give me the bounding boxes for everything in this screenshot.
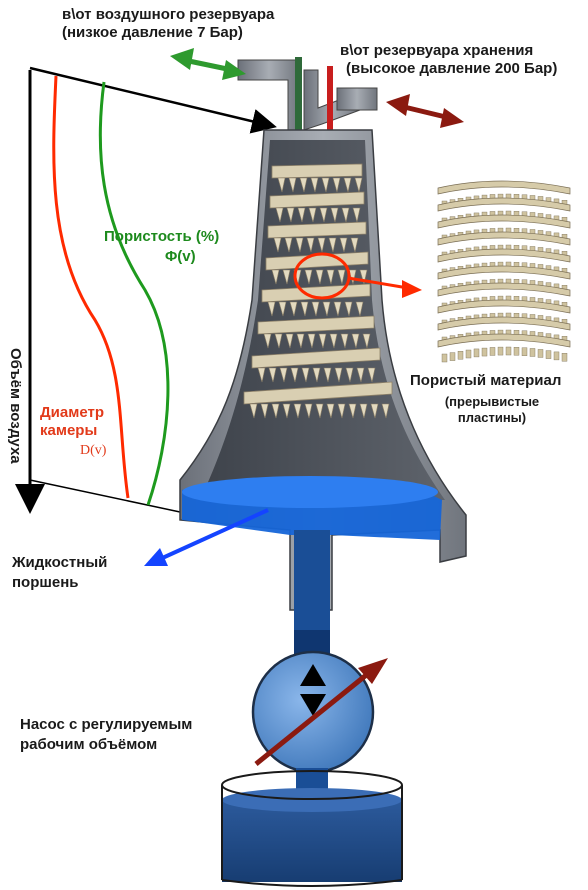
pump-label-line2: рабочим объёмом [20,736,157,754]
porosity-symbol: Φ(v) [165,248,196,266]
water-tank [222,771,402,886]
magnifier-arrowhead [402,280,422,298]
diameter-label-line1: Диаметр [40,404,104,422]
stack-fin [498,347,503,355]
stack-plate [438,181,570,194]
stack-fin [458,351,463,359]
stack-fin [546,351,551,359]
stack-fin [450,353,455,361]
porous-material-sub2: пластины) [442,410,542,426]
pump-label-line1: Насос с регулируемым [20,716,192,734]
low-pressure-label-line1: в\от воздушного резервуара [62,6,274,24]
stack-fin [474,349,479,357]
stack-fin [506,347,511,355]
bottom-guide-line [30,480,180,512]
porosity-title: Пористость (%) [104,228,219,246]
diameter-label-line2: камеры [40,422,97,440]
stack-fin [522,348,527,356]
porous-material-sub1: (прерывистые [442,394,542,410]
stack-fin [562,353,567,361]
porous-material-stack [438,181,570,362]
stack-fin [482,348,487,356]
stack-fin [490,347,495,355]
stack-fin [554,352,559,360]
high-pressure-label-line2: (высокое давление 200 Бар) [346,60,557,78]
water-surface [182,476,438,508]
diameter-symbol: D(v) [80,442,106,460]
porous-material-label: Пористый материал [410,372,561,390]
red-double-arrow [386,94,464,128]
top-guide-line [30,68,272,126]
liquid-piston-label-line2: поршень [12,574,79,592]
air-volume-axis-label: Объём воздуха [7,348,24,464]
stack-fin [530,348,535,356]
high-pressure-label-line1: в\от резервуара хранения [340,42,533,60]
liquid-piston-label-line1: Жидкостный [12,554,107,572]
stack-fin [442,354,447,362]
porosity-curve [100,82,168,505]
low-pressure-label-line2: (низкое давление 7 Бар) [62,24,243,42]
stack-fin [514,347,519,355]
stack-fin [538,349,543,357]
vertical-pipe [294,530,330,630]
stack-fin [466,350,471,358]
green-double-arrow [170,48,246,80]
